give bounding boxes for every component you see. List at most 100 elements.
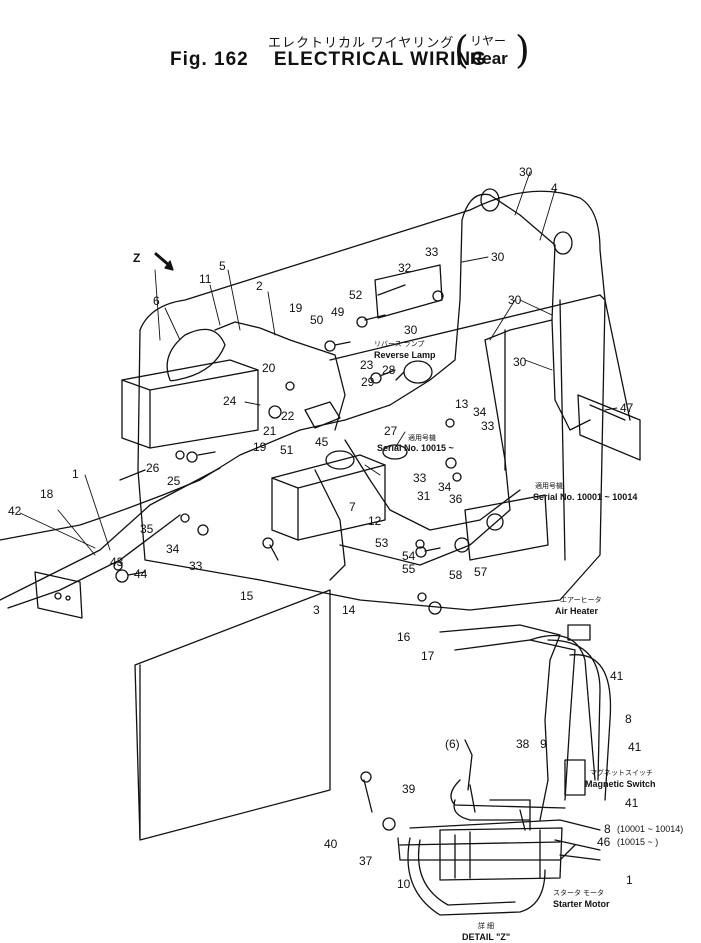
callout-28: 28	[382, 363, 396, 377]
callout-23: 23	[360, 358, 374, 372]
callout-leaders	[19, 171, 618, 556]
callout-9: 9	[540, 737, 547, 751]
right-paren: )	[515, 28, 530, 72]
main-wiring-harness	[0, 193, 491, 541]
callout-16: 16	[397, 630, 411, 644]
callout-46: 46	[597, 835, 611, 849]
air-heater-label: Air Heater	[555, 606, 599, 616]
callout-40: 40	[324, 837, 338, 851]
callout-33: 33	[425, 245, 439, 259]
callout-42: 42	[8, 504, 22, 518]
battery-right	[271, 454, 386, 541]
callout-30: 30	[508, 293, 522, 307]
callout-39: 39	[402, 782, 416, 796]
callout-53: 53	[375, 536, 389, 550]
serial-b-label-jp: 適用号機	[535, 481, 563, 490]
callout-30: 30	[491, 250, 505, 264]
callout-33: 33	[481, 419, 495, 433]
callout-30: 30	[519, 165, 533, 179]
figure-name: ELECTRICAL WIRING	[273, 49, 487, 70]
callout-55: 55	[402, 562, 416, 576]
callout-32: 32	[398, 261, 412, 275]
callout-8: 8	[625, 712, 632, 726]
callout-33: 33	[413, 471, 427, 485]
detail-z-label: DETAIL "Z"	[462, 932, 510, 942]
callout-30: 30	[513, 355, 527, 369]
callout-6: 6	[153, 294, 160, 308]
callout-22: 22	[281, 409, 295, 423]
callout-51: 51	[280, 443, 294, 457]
callout-14: 14	[342, 603, 356, 617]
callout-15: 15	[240, 589, 254, 603]
callout-47: 47	[620, 401, 634, 415]
serial-b-label: Serial No. 10001 ~ 10014	[533, 492, 637, 502]
machine-body-outline	[119, 190, 631, 611]
callout-43: 43	[110, 555, 124, 569]
callout-19: 19	[289, 301, 303, 315]
air-heater-label-jp: エアーヒータ	[560, 595, 602, 604]
serial-a-label: Serial No. 10015 ~	[377, 443, 454, 453]
callout-44: 44	[134, 567, 148, 581]
starter-motor-label-jp: スタータ モータ	[553, 888, 604, 897]
callout-36: 36	[449, 492, 463, 506]
callout-25: 25	[167, 474, 181, 488]
callout-24: 24	[223, 394, 237, 408]
callout-3: 3	[313, 603, 320, 617]
title-japanese: エレクトリカル ワイヤリング	[268, 35, 455, 50]
connector-block-47	[577, 394, 641, 461]
callout-6-ref: (6)	[445, 737, 460, 751]
figure-title: Fig. 162 ELECTRICAL WIRING	[170, 49, 487, 71]
callout-13: 13	[455, 397, 469, 411]
detail-z-view	[397, 624, 612, 916]
serial-a-label-jp: 適用号機	[408, 433, 436, 442]
harness-to-switch	[344, 439, 521, 531]
callout-41: 41	[610, 669, 624, 683]
callout-20: 20	[262, 361, 276, 375]
callout-19: 19	[253, 440, 267, 454]
part8-serial: (10001 ~ 10014)	[617, 824, 683, 834]
harness-feed-to-12	[314, 469, 346, 581]
callout-30: 30	[404, 323, 418, 337]
callout-5: 5	[219, 259, 226, 273]
qualifier-japanese: リヤー	[470, 34, 507, 48]
view-z-arrow	[154, 252, 174, 271]
callout-33: 33	[189, 559, 203, 573]
callout-29: 29	[361, 375, 375, 389]
callout-4: 4	[551, 181, 558, 195]
harness-lower-wire	[0, 467, 221, 601]
magnetic-switch-label: Magnetic Switch	[585, 779, 656, 789]
rear-lamp-left	[480, 188, 500, 212]
harness-bridge	[484, 319, 553, 341]
callout-11: 11	[199, 272, 212, 286]
reverse-lamp-label-jp: リバース ランプ	[374, 340, 424, 348]
callout-34: 34	[438, 480, 452, 494]
view-z-label: Z	[133, 251, 140, 265]
terminal-box	[34, 571, 83, 619]
detail-label-jp: 詳 細	[478, 921, 494, 930]
hardware-fasteners	[113, 290, 470, 831]
callout-41: 41	[625, 796, 639, 810]
callout-26: 26	[146, 461, 160, 475]
callout-1: 1	[72, 467, 79, 481]
rear-lamp-right	[553, 231, 573, 255]
callout-50: 50	[310, 313, 324, 327]
callout-8: 8	[604, 822, 611, 836]
callout-34: 34	[166, 542, 180, 556]
callout-58: 58	[449, 568, 463, 582]
part46-serial: (10015 ~ )	[617, 837, 658, 847]
callout-21: 21	[263, 424, 277, 438]
magnetic-switch-label-jp: マグネットスイッチ	[590, 768, 653, 777]
harness-diagonal	[339, 339, 511, 566]
callout-35: 35	[140, 522, 154, 536]
callout-12: 12	[368, 514, 382, 528]
battery-cable-loop	[166, 328, 226, 382]
callout-10: 10	[397, 877, 411, 891]
lamp-bracket	[374, 264, 443, 319]
callout-27: 27	[384, 424, 398, 438]
callout-31: 31	[417, 489, 431, 503]
harness-cable-run	[7, 514, 181, 609]
callout-45: 45	[315, 435, 329, 449]
callout-41: 41	[628, 740, 642, 754]
